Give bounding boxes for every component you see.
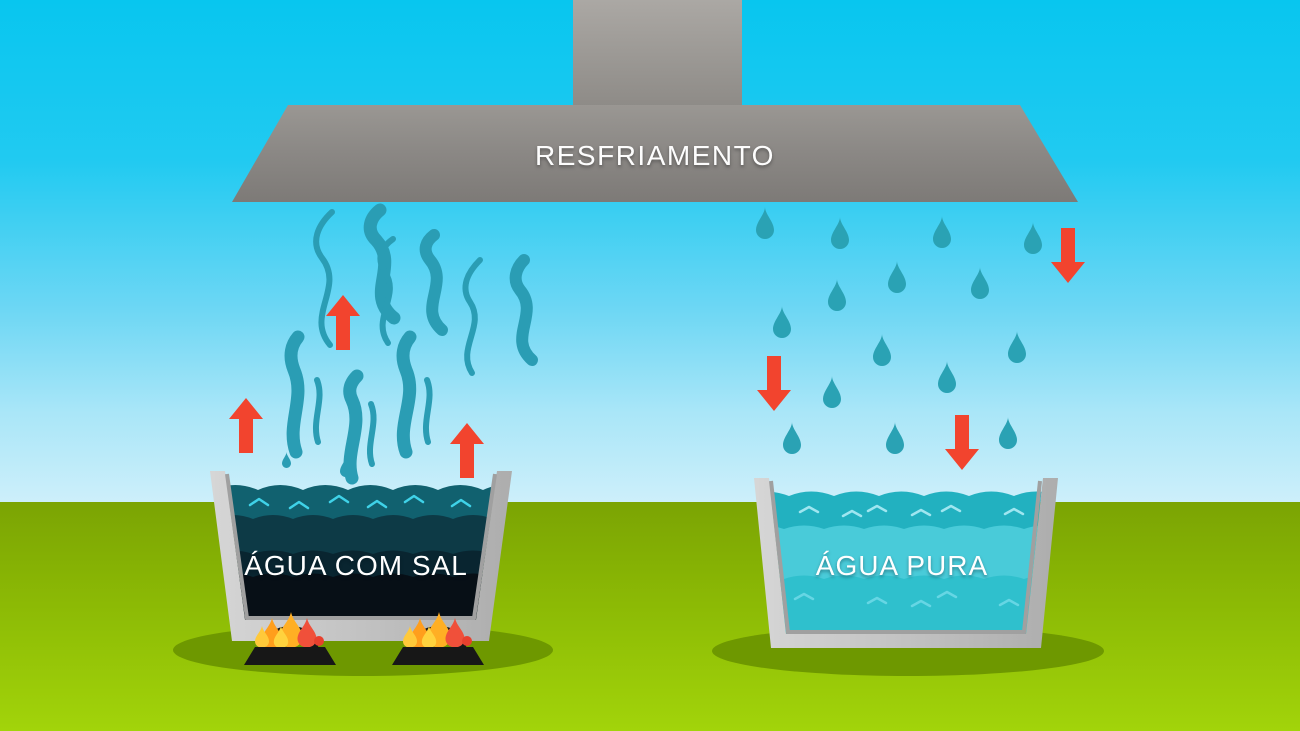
condenser-hood: RESFRIAMENTO [232,105,1078,202]
steam-wisp-icon [313,209,335,348]
left-beaker-inner-shadow [225,473,497,620]
right-beaker [754,478,1058,648]
burner-left [244,612,336,665]
right-beaker-inner-shadow [769,480,1042,634]
condenser-stem [573,0,742,106]
burner-base [244,647,336,665]
steam-wisp-icon [284,330,305,459]
burner-base [392,647,484,665]
steam-wisp-icon [343,369,364,485]
pure-water-wave-accents-top [798,504,1025,518]
flame-icon [314,636,324,646]
salt-water-deep [225,573,497,620]
right-beaker-frame [754,478,1058,648]
left-beaker [210,471,512,641]
left-beaker-label: ÁGUA COM SAL [244,550,468,581]
ground-background [0,502,1300,731]
steam-wisp-icon [462,257,483,376]
right-beaker-label: ÁGUA PURA [815,550,989,581]
steam-wisp-icon [363,203,401,325]
steam-wisp-icon [377,236,396,346]
pure-water-wave-accents-bottom [793,590,1020,608]
steam-wisp-icon [422,377,433,445]
steam-wisp-icon [396,330,417,459]
flame-icon [462,636,472,646]
burner-right [392,612,484,665]
steam-wisp-icon [312,377,323,445]
steam-wisp-icon [419,229,448,336]
steam-wisp-icon [366,401,377,467]
salt-water-wave-accents [248,494,472,510]
pure-water-band3 [769,575,1043,634]
condenser-label: RESFRIAMENTO [535,140,775,171]
steam-wisp-icon [509,254,538,366]
left-beaker-frame [210,471,512,641]
steam-wisps [282,203,538,485]
